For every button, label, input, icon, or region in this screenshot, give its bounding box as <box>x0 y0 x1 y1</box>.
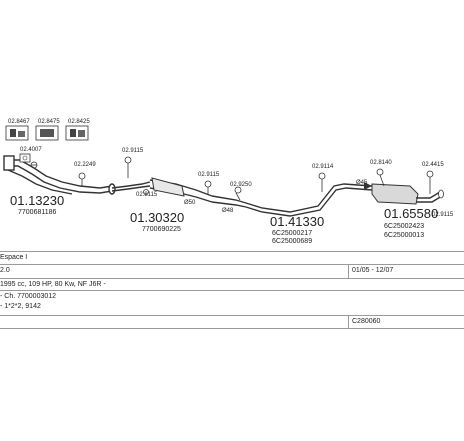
kit-box-1 <box>5 125 29 141</box>
clamp-icon-1 <box>30 161 38 169</box>
kit-box-3 <box>65 125 89 141</box>
clamp-label-10: 02.9115 <box>432 212 454 218</box>
kit-box-label-1: 02.8467 <box>8 119 30 125</box>
part-number-4: 01.65580 <box>384 206 438 221</box>
clamp-label-2: 02.2249 <box>74 162 96 168</box>
rear-silencer-01-65580 <box>371 183 444 205</box>
table-divider <box>348 265 349 278</box>
clamp-label-9: 02.4415 <box>422 162 444 168</box>
hanger-icon-4 <box>234 186 242 201</box>
table-rule <box>0 264 464 265</box>
clamp-label-6: 02.9250 <box>230 182 252 188</box>
extra-info: - 1*2*2, 9142 <box>0 303 41 310</box>
part-code-3b: 6C25000689 <box>272 238 312 245</box>
arrow-icon <box>364 182 372 190</box>
engine-size: 2.0 <box>0 267 10 274</box>
diameter-label-3: Ø48 <box>222 208 234 214</box>
flange-front <box>19 153 31 163</box>
clamp-label-8: 02.8140 <box>370 160 392 166</box>
part-code-4: 6C25002423 <box>384 223 424 230</box>
vehicle-model: Espace I <box>0 254 28 261</box>
part-code-3: 6C25000217 <box>272 230 312 237</box>
info-row-catalog: C280060 <box>0 316 464 328</box>
hanger-icon-2 <box>124 156 132 178</box>
clamp-icon-2 <box>143 189 149 195</box>
exhaust-system-diagram: 02.8467 02.8475 02.8425 <box>3 119 454 245</box>
table-rule <box>0 315 464 316</box>
clamp-label-5: 02.9115 <box>198 172 220 178</box>
clamp-label-4: 02.8115 <box>136 192 158 198</box>
kit-box-label-3: 02.8425 <box>68 119 90 125</box>
diameter-label-1: Ø50 <box>184 200 196 206</box>
part-code-1: 7700681186 <box>18 209 57 216</box>
table-rule <box>0 251 464 252</box>
table-rule <box>0 278 464 279</box>
table-rule <box>0 328 464 329</box>
part-number-3: 01.41330 <box>270 214 324 229</box>
info-row-engine: 2.0 01/05 - 12/07 <box>0 265 464 277</box>
part-number-2: 01.30320 <box>130 210 184 225</box>
resonator <box>151 177 185 197</box>
clamp-label-1: 02.4007 <box>20 147 42 153</box>
catalog-code: C280060 <box>352 318 381 325</box>
info-row-chassis: - Ch. 7700003012 <box>0 291 464 303</box>
engine-spec: 1995 cc, 109 HP, 80 Kw, NF J6R - <box>0 281 106 288</box>
kit-box-2 <box>35 125 59 141</box>
date-range: 01/05 - 12/07 <box>352 267 394 274</box>
table-rule <box>0 290 464 291</box>
part-number-1: 01.13230 <box>10 193 64 208</box>
hanger-icon-3 <box>204 180 212 194</box>
diameter-label-2: Ø45 <box>356 180 368 186</box>
table-divider <box>348 315 349 328</box>
clamp-label-3: 02.9115 <box>122 148 144 154</box>
part-code-2: 7700690225 <box>142 226 181 233</box>
hanger-icon-1 <box>78 172 86 186</box>
hanger-icon-7 <box>426 170 434 194</box>
clamp-label-7: 02.9114 <box>312 164 334 170</box>
centre-pipe-01-41330 <box>245 183 373 217</box>
info-row-model: Espace I <box>0 252 464 264</box>
kit-box-label-2: 02.8475 <box>38 119 60 125</box>
info-row-extra: - 1*2*2, 9142 <box>0 301 464 313</box>
info-row-spec: 1995 cc, 109 HP, 80 Kw, NF J6R - <box>0 279 464 291</box>
hanger-icon-5 <box>318 172 326 192</box>
part-code-4b: 6C25000013 <box>384 232 424 239</box>
chassis-number: - Ch. 7700003012 <box>0 293 57 300</box>
hanger-icon-6 <box>376 168 385 187</box>
